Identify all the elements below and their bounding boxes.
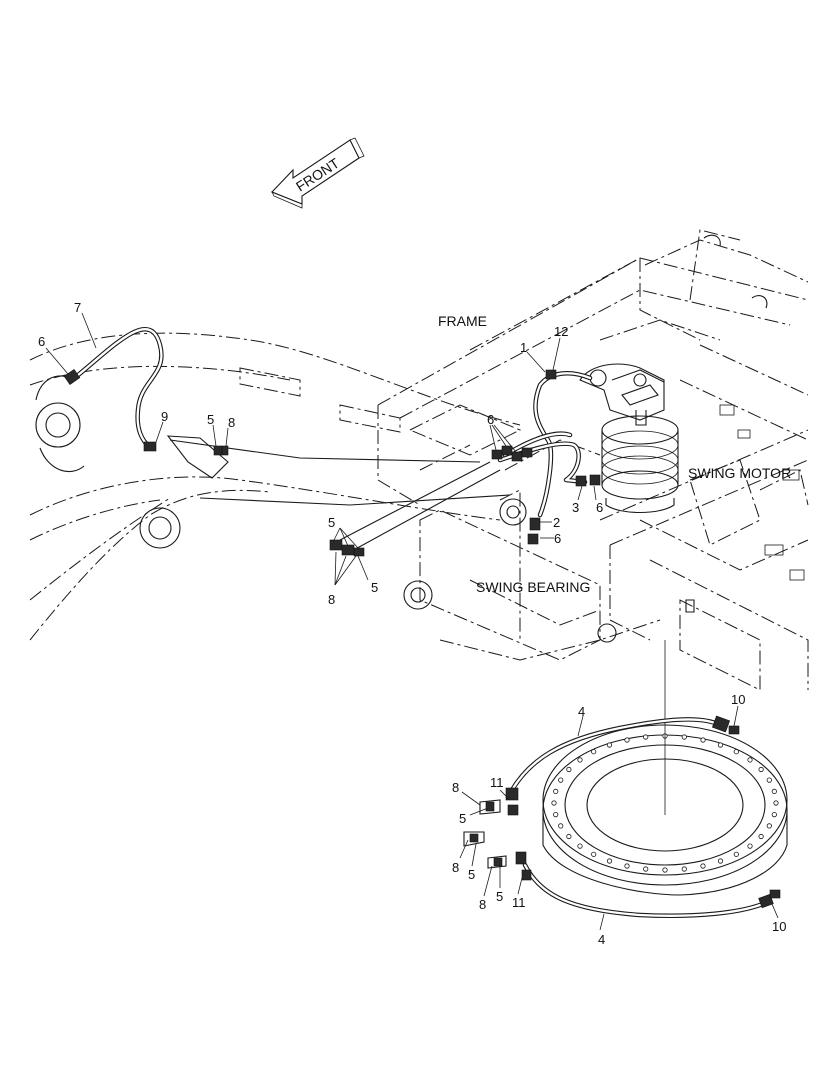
bolt-hole [758, 766, 764, 773]
leader-lines [45, 312, 779, 931]
callout-8-right-mid: 8 [452, 860, 459, 875]
bolt-hole [591, 749, 597, 755]
callout-5-right-mid: 5 [468, 867, 475, 882]
callout-5-mid-top: 5 [328, 515, 335, 530]
callout-1: 1 [520, 340, 527, 355]
clamps [166, 435, 507, 869]
callout-6-lower: 6 [554, 531, 561, 546]
bolt-hole [606, 858, 613, 864]
bolt-hole [606, 742, 613, 748]
bearing-bolt-holes [551, 733, 779, 873]
bolt-hole [766, 823, 772, 829]
callout-7: 7 [74, 300, 81, 315]
callout-4-top: 4 [578, 704, 585, 719]
bolt-hole [591, 851, 597, 857]
bolt-hole [773, 800, 779, 806]
callout-5-boom: 5 [207, 412, 214, 427]
bolt-hole [643, 866, 649, 872]
bolt-hole [700, 863, 706, 869]
swing-bearing-label: SWING BEARING [476, 579, 590, 595]
bolt-hole [681, 866, 687, 872]
callout-numbers: 7 6 9 5 8 1 12 6 2 6 3 6 5 5 8 4 10 11 8… [38, 300, 786, 947]
boom-outline [29, 332, 521, 641]
bolt-hole [624, 863, 630, 869]
callout-12: 12 [554, 324, 568, 339]
callout-5-right-top: 5 [459, 811, 466, 826]
upper-frame [377, 229, 809, 691]
bolt-hole [717, 858, 724, 864]
bolt-hole [771, 811, 777, 818]
callout-2: 2 [553, 515, 560, 530]
callout-6-frame: 6 [487, 412, 494, 427]
callout-4-bottom: 4 [598, 932, 605, 947]
callout-11-bottom: 11 [512, 895, 526, 910]
bolt-hole [758, 833, 764, 840]
bolt-hole [558, 777, 564, 783]
fittings [63, 369, 781, 909]
callout-5-right-bottom: 5 [496, 889, 503, 904]
bolt-hole [551, 800, 557, 806]
swing-bearing-ring [542, 640, 788, 896]
frame-label: FRAME [438, 313, 487, 329]
bolt-hole [577, 757, 583, 763]
callout-9: 9 [161, 409, 168, 424]
bolt-hole [643, 734, 649, 740]
callout-8-right-top: 8 [452, 780, 459, 795]
bolt-hole [747, 843, 753, 849]
callout-10-bottom: 10 [772, 919, 786, 934]
callout-11-top: 11 [490, 775, 504, 790]
callout-8-mid: 8 [328, 592, 335, 607]
swing-motor-body [579, 363, 679, 513]
bolt-hole [662, 867, 668, 873]
bolt-hole [624, 737, 630, 743]
bolt-hole [717, 742, 724, 748]
bolt-hole [733, 749, 739, 755]
bolt-hole [771, 788, 777, 795]
bolt-hole [566, 766, 572, 773]
callout-5-mid-bottom: 5 [371, 580, 378, 595]
callout-8-boom: 8 [228, 415, 235, 430]
front-direction-arrow: FRONT [271, 137, 365, 209]
bolt-hole [553, 811, 559, 818]
bolt-hole [700, 737, 706, 743]
callout-8-right-bottom: 8 [479, 897, 486, 912]
callout-6-motor: 6 [596, 500, 603, 515]
swing-motor-label: SWING MOTOR [688, 465, 791, 481]
bolt-hole [747, 757, 753, 763]
callout-10-top: 10 [731, 692, 745, 707]
bolt-hole [733, 851, 739, 857]
bolt-hole [558, 823, 564, 829]
bolt-hole [681, 734, 687, 740]
bolt-hole [553, 788, 559, 795]
callout-6-boom: 6 [38, 334, 45, 349]
bolt-hole [766, 777, 772, 783]
callout-3: 3 [572, 500, 579, 515]
bolt-hole [566, 833, 572, 840]
bolt-hole [577, 843, 583, 849]
